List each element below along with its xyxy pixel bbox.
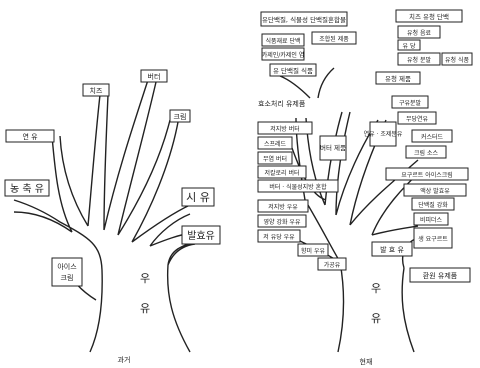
right-label-b1: 저지방 버터 — [270, 125, 300, 133]
right-label-top-d: 조합된 제품 — [319, 35, 349, 43]
right-label-r9: 생 요구르트 — [418, 235, 448, 243]
right-label-b2: 스프레드 — [264, 140, 287, 148]
right-label-l3: 향미 우유 — [301, 247, 325, 255]
right-label-top-a: 유단백질, 식물성 단백질혼합물 — [262, 15, 346, 24]
right-label-low-milk: 저지방 우유 — [268, 203, 298, 211]
right-label-top-j: 유청 제품 — [385, 75, 411, 83]
left-label-icecream-2: 크림 — [61, 274, 74, 282]
left-tree: 치즈 버터 크림 연 유 농 축 유 시 유 발효유 아이스 크림 우 유 과거 — [5, 70, 220, 364]
right-label-r3: 연유 · 조제분유 — [364, 130, 403, 138]
left-label-butter: 버터 — [148, 72, 161, 81]
right-label-l4: 가공유 — [324, 261, 341, 269]
right-label-r2: 무당연유 — [406, 115, 429, 123]
right-label-r10: 비피더스 — [420, 216, 443, 224]
right-label-bottom: 환원 유제품 — [423, 271, 458, 280]
right-label-top-k: 유청 식품 — [445, 56, 469, 64]
left-label-milk: 연 유 — [22, 133, 38, 141]
left-label-cheese: 치즈 — [90, 86, 103, 95]
right-label-r7: 액상 발효유 — [420, 187, 450, 195]
right-label-top-i: 유청 분말 — [407, 56, 431, 64]
right-label-top-h: 유 당 — [403, 42, 416, 50]
right-label-top-c: 카제인/카제인 염 — [262, 51, 305, 59]
right-label-butter-group: 버터 제품 — [320, 143, 346, 152]
right-label-l1: 영양 강화 우유 — [264, 218, 301, 226]
left-label-condensed: 농 축 유 — [10, 183, 44, 195]
right-label-b5: 버터 · 식물성지방 혼합 — [269, 183, 327, 191]
left-caption: 과거 — [118, 355, 131, 364]
left-label-cream: 크림 — [174, 113, 187, 121]
right-label-top-b: 식품재료 단백 — [265, 37, 300, 45]
right-label-top-e: 유 단백질 식품 — [273, 66, 313, 75]
left-label-icecream-1: 아이스 — [57, 262, 77, 271]
right-label-r5: 크림 소스 — [414, 149, 438, 157]
right-caption: 현재 — [360, 358, 373, 366]
left-label-fermented: 발효유 — [187, 230, 215, 242]
right-label-fermented: 발 효 유 — [380, 245, 404, 254]
left-trunk-label-bottom: 유 — [140, 302, 150, 315]
right-label-r6: 요구르트 아이스크림 — [401, 171, 453, 179]
right-label-l2: 저 유당 우유 — [263, 233, 295, 241]
right-label-top-f: 치즈 유청 단백 — [409, 12, 449, 21]
right-label-r4: 커스터드 — [421, 133, 444, 141]
right-label-top-g: 유청 음료 — [407, 30, 431, 37]
right-trunk-label-top: 우 — [371, 282, 381, 295]
left-trunk-label-top: 우 — [140, 272, 150, 285]
right-label-b3: 무염 버터 — [263, 155, 287, 163]
right-tree: 유단백질, 식물성 단백질혼합물 식품재료 단백 카제인/카제인 염 조합된 제… — [258, 10, 472, 366]
right-label-b4: 저칼로리 버터 — [264, 169, 299, 177]
right-label-r1: 구유분말 — [399, 99, 422, 107]
right-label-enzyme: 효소처리 유제품 — [258, 99, 306, 108]
left-label-market-milk: 시 유 — [186, 191, 210, 204]
right-trunk-label-bottom: 유 — [371, 312, 381, 325]
right-label-r8: 단백질 강화 — [418, 201, 448, 209]
